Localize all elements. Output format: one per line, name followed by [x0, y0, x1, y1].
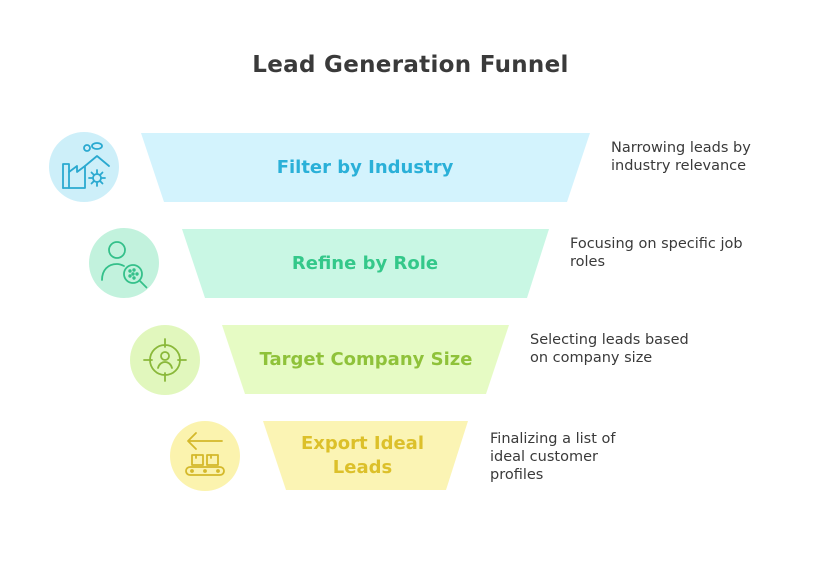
stage-1-description: Narrowing leads by industry relevance: [611, 140, 751, 174]
stage-2-label-text: Refine by Role: [291, 252, 439, 274]
stage-2-description: Focusing on specific job roles: [570, 236, 743, 270]
stage-4-label: Export Ideal Leads: [290, 421, 435, 490]
stage-4-label-text: Export Ideal Leads: [300, 432, 424, 478]
stage-4-icon-circle: [170, 421, 240, 491]
stage-3-icon-circle: [130, 325, 200, 395]
stage-3-label: Target Company Size: [236, 325, 496, 394]
stage-3-description: Selecting leads based on company size: [530, 332, 689, 366]
user-search-icon: [101, 241, 148, 289]
stage-1-label: Filter by Industry: [160, 133, 570, 202]
stage-1-icon-circle: [49, 132, 119, 202]
stage-3-label-text: Target Company Size: [259, 348, 473, 370]
funnel-stage-4-shape: [263, 421, 468, 490]
stage-4-description: Finalizing a list of ideal customer prof…: [490, 431, 616, 483]
funnel-stage-1-shape: [141, 133, 590, 202]
target-user-icon: [143, 338, 187, 382]
page-title: Lead Generation Funnel: [252, 52, 569, 78]
funnel-stage-2-shape: [182, 229, 549, 298]
stage-2-label: Refine by Role: [200, 229, 530, 298]
factory-gear-icon: [62, 142, 110, 189]
stage-2-icon-circle: [89, 228, 159, 298]
funnel-stage-3-shape: [222, 325, 509, 394]
stage-1-label-text: Filter by Industry: [276, 156, 454, 178]
export-conveyor-icon: [185, 432, 225, 476]
